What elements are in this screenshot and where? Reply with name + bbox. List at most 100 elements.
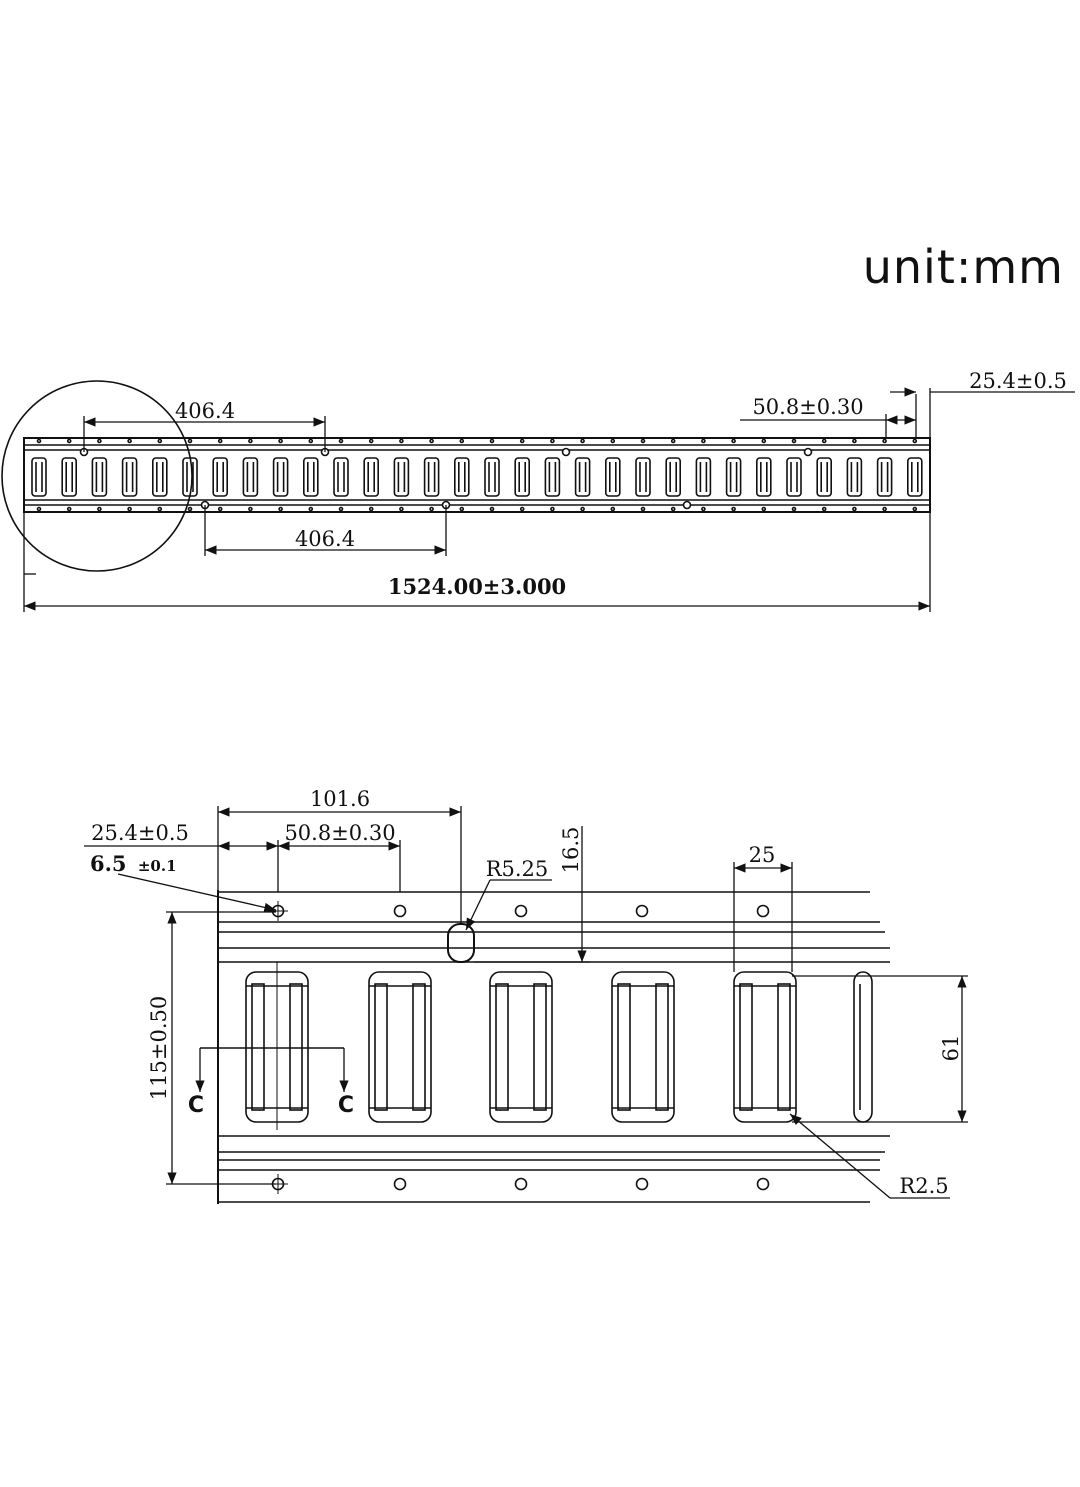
top-hole-lower: [550, 506, 555, 512]
dim-track-width: 115±0.50: [147, 996, 171, 1100]
top-slot: [363, 457, 380, 497]
top-hole-lower: [97, 506, 102, 512]
detail-hole-upper: [635, 904, 649, 918]
detail-slot-rib-left: [374, 983, 388, 1111]
top-slot: [302, 457, 319, 497]
detail-slot-rib-right: [533, 983, 547, 1111]
dim-hole-diameter: 6.5 ±0.1: [90, 851, 177, 876]
dim-slot-depth: 16.5: [559, 827, 583, 874]
top-slot: [423, 457, 440, 497]
top-slot: [393, 457, 410, 497]
top-hole-upper: [670, 438, 676, 444]
top-hole-lower: [610, 506, 616, 512]
top-hole-upper: [882, 438, 887, 444]
top-hole-lower: [66, 506, 72, 512]
top-hole-upper: [852, 438, 857, 444]
detail-hole-lower: [756, 1177, 770, 1191]
detail-slot: [611, 971, 675, 1123]
top-slot: [272, 457, 289, 497]
top-hole-upper: [368, 438, 374, 444]
top-hole-upper: [580, 438, 585, 444]
top-mount-hole-upper: [803, 447, 813, 457]
top-hole-lower: [580, 506, 585, 512]
detail-slot: [489, 971, 553, 1123]
top-slot: [333, 457, 349, 497]
section-label-left: C: [188, 1093, 204, 1118]
dim-top-end-offset: 25.4±0.5: [969, 369, 1067, 393]
top-slot: [816, 457, 833, 497]
top-hole-lower: [157, 506, 163, 512]
top-slot: [242, 457, 259, 497]
top-hole-lower: [761, 506, 767, 512]
top-slot: [453, 457, 470, 497]
detail-hole-upper: [393, 904, 407, 918]
top-slot: [665, 457, 682, 497]
top-slot: [786, 457, 802, 497]
top-hole-upper: [127, 438, 132, 444]
top-hole-lower: [308, 506, 314, 512]
section-label-right: C: [338, 1093, 354, 1118]
detail-callout-circle: [1, 380, 193, 572]
top-hole-lower: [278, 506, 283, 512]
top-slot: [91, 457, 108, 497]
top-hole-lower: [912, 506, 918, 512]
top-slot: [695, 457, 712, 497]
top-hole-upper: [399, 438, 404, 444]
top-slot: [846, 457, 863, 497]
top-slot: [514, 457, 531, 497]
dim-lower-spacing: 406.4: [295, 527, 355, 551]
top-slot: [152, 457, 168, 497]
detail-slot-rib-left: [251, 983, 265, 1111]
detail-slot-rib-left: [739, 983, 753, 1111]
dim-slot-radius: R5.25: [486, 857, 549, 881]
top-hole-lower: [338, 506, 344, 512]
detail-hole-lower: [514, 1177, 528, 1191]
top-hole-upper: [187, 438, 193, 444]
top-view-slots: [31, 457, 923, 497]
top-slot: [212, 457, 228, 497]
top-hole-lower: [791, 506, 797, 512]
detail-slot-rib-right: [655, 983, 669, 1111]
top-slot: [635, 457, 651, 497]
top-hole-lower: [731, 506, 736, 512]
top-hole-lower: [640, 506, 646, 512]
top-hole-upper: [519, 438, 525, 444]
top-hole-lower: [821, 506, 827, 512]
top-hole-lower: [187, 506, 193, 512]
unit-label: unit:mm: [862, 240, 1064, 294]
top-hole-upper: [701, 438, 706, 444]
top-hole-upper: [217, 438, 223, 444]
top-hole-upper: [157, 438, 163, 444]
top-hole-lower: [701, 506, 706, 512]
dim-top-pitch: 50.8±0.30: [752, 395, 863, 419]
detail-slot-rib-right: [412, 983, 426, 1111]
top-hole-lower: [127, 506, 132, 512]
detail-slot: [853, 971, 873, 1123]
detail-slot-rib-left: [495, 983, 509, 1111]
dim-corner-radius: R2.5: [899, 1174, 948, 1198]
detail-slot-rib-right: [289, 983, 303, 1111]
top-view-dimensions: [23, 387, 1075, 612]
top-hole-upper: [640, 438, 646, 444]
top-hole-upper: [97, 438, 102, 444]
detail-hole-upper: [756, 904, 770, 918]
top-hole-lower: [489, 506, 495, 512]
top-hole-upper: [66, 438, 72, 444]
top-hole-upper: [550, 438, 555, 444]
top-slot: [574, 457, 591, 497]
top-slot: [121, 457, 138, 497]
top-hole-upper: [610, 438, 616, 444]
top-hole-lower: [368, 506, 374, 512]
detail-slot: [733, 971, 797, 1123]
top-hole-upper: [761, 438, 767, 444]
top-hole-upper: [338, 438, 344, 444]
top-hole-lower: [519, 506, 525, 512]
dim-detail-pitch: 50.8±0.30: [284, 821, 395, 845]
top-slot: [906, 457, 923, 497]
top-hole-upper: [459, 438, 465, 444]
detail-slot-rib-left: [617, 983, 631, 1111]
top-slot: [755, 457, 772, 497]
top-slot: [484, 457, 500, 497]
top-slot: [61, 457, 78, 497]
